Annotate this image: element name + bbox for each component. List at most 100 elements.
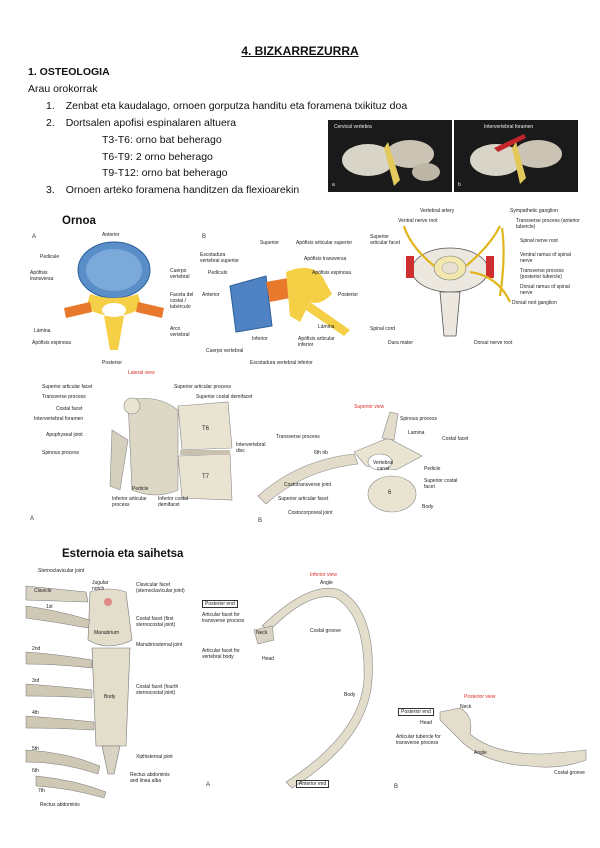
anatomy-label: Costotransverse joint xyxy=(284,482,331,488)
vertebra-label: T6 xyxy=(202,426,210,432)
anatomy-label: Angle xyxy=(320,580,333,586)
anatomy-label: Costal facet (fourth sternocostal joint) xyxy=(136,684,179,696)
section-heading-sternum: Esternoia eta saihetsa xyxy=(62,548,184,560)
anatomy-label: Spinous process xyxy=(400,416,437,422)
anatomy-label: Pedicule xyxy=(40,254,60,260)
spinal-nerve-drawing xyxy=(402,225,511,337)
anatomy-label: Superior costal demifacet xyxy=(196,394,253,400)
vertebra-lateral-drawing xyxy=(229,267,350,336)
anatomy-label: Posterior xyxy=(338,292,359,298)
rib-number: 2nd xyxy=(32,646,41,652)
photo-letter: b xyxy=(458,182,461,188)
anatomy-label: Rectus abdominis xyxy=(40,802,80,808)
anatomy-label: Costal facet xyxy=(56,406,83,412)
anatomy-label: Transverse process xyxy=(276,434,320,440)
vertebra-photo-b-drawing xyxy=(470,134,562,184)
sternum-drawing xyxy=(25,585,133,799)
anatomy-label: Apófisis espinosa xyxy=(312,270,351,276)
vertebra-photo-a: Cervical vertebra a xyxy=(328,120,452,192)
anatomy-label: Ventral nerve root xyxy=(398,218,438,224)
anatomy-label: Intervertebral foramen xyxy=(34,416,84,422)
anatomy-label: Dorsal nerve root xyxy=(474,340,513,346)
anatomy-label: Cuerpo vertebral xyxy=(170,268,190,280)
anatomy-label: Apófisis espinosa xyxy=(32,340,71,346)
vertebra-number: 6 xyxy=(388,490,392,496)
rib-number: 1st xyxy=(46,604,53,610)
anatomy-label: Escotadura vertebral inferior xyxy=(250,360,313,366)
anatomy-label: Ventral ramus of spinal nerve xyxy=(520,252,571,264)
anatomy-label-box: Posterior end xyxy=(398,708,434,716)
list-text: Dortsalen apofisi espinalaren altuera xyxy=(65,117,237,129)
figure-lateral-view: Lateral view Superior articular facet Su… xyxy=(28,370,268,530)
anatomy-label: Intervertebral disc xyxy=(236,442,266,454)
anatomy-label: Superior articular facet xyxy=(370,234,401,246)
figure-spinal-nerve: Vertebral artery Ventral nerve root Supe… xyxy=(370,206,580,370)
anatomy-label: Costal groove xyxy=(310,628,341,634)
list-text: Zenbat eta kaudalago, ornoen gorputza ha… xyxy=(65,100,408,112)
anatomy-label: Superior articular process xyxy=(174,384,231,390)
anatomy-label: Xiphisternal joint xyxy=(136,754,173,760)
anatomy-label: Superior xyxy=(260,240,279,246)
superior-view-drawing xyxy=(257,411,423,513)
anatomy-label: Lámina xyxy=(34,328,51,334)
figure-letter: A xyxy=(206,782,211,788)
figure-letter: A xyxy=(30,516,35,522)
anatomy-label: Transverse process (anterior tubercle) xyxy=(516,218,580,230)
rib-number: 3rd xyxy=(32,678,40,684)
sublist-item: T6-T9: 2 orno beherago xyxy=(102,151,213,163)
list-text: Ornoen arteko foramena handitzen da flex… xyxy=(65,184,300,196)
anatomy-label: Sternoclavicular joint xyxy=(38,568,85,574)
anatomy-label: Lámina xyxy=(318,324,335,330)
anatomy-label: Body xyxy=(422,504,434,510)
anatomy-label: Costal facet xyxy=(442,436,469,442)
anatomy-label: Rectus abdominis and linea alba xyxy=(130,772,170,784)
anatomy-label: Costal facet (first sternocostal joint) xyxy=(136,616,176,628)
photo-caption: Cervical vertebra xyxy=(334,124,372,130)
anatomy-label: Inferior articular process xyxy=(112,496,147,508)
anatomy-label: Neck xyxy=(256,630,268,636)
figure-rib-inferior: Inferior view Posterior end Articular fa… xyxy=(200,570,380,796)
figure-letter: B xyxy=(394,784,399,790)
figure-rib-posterior: Posterior view Posterior end Head Neck A… xyxy=(390,690,587,796)
figure-letter: B xyxy=(258,518,263,524)
anatomy-label: Articular tubercle for transverse proces… xyxy=(396,734,441,746)
figure-letter: B xyxy=(202,234,207,240)
anatomy-label: Superior articular facet xyxy=(42,384,93,390)
rib-number: 6th xyxy=(32,768,39,774)
vertebra-photo-b: Intervertebral foramen b xyxy=(454,120,578,192)
anatomy-label: Vertebral artery xyxy=(420,208,455,214)
anatomy-label: Pedicle xyxy=(132,486,149,492)
figure-letter: A xyxy=(32,234,37,240)
anatomy-label: Costal groove xyxy=(554,770,585,776)
anatomy-label: Articular facet for vertebral body xyxy=(202,648,240,660)
anatomy-label: Spinous process xyxy=(42,450,79,456)
anatomy-label-box: Posterior end xyxy=(202,600,238,608)
anatomy-label: Head xyxy=(262,656,274,662)
rib-number: 7th xyxy=(38,788,45,794)
vertebra-superior-drawing xyxy=(64,241,164,350)
anatomy-label: Inferior xyxy=(252,336,268,342)
anatomy-label: Angle xyxy=(474,750,487,756)
anatomy-label: Dorsal root ganglion xyxy=(512,300,557,306)
anatomy-label: Apófisis transversa xyxy=(304,256,347,262)
anatomy-label: Costocorporeal joint xyxy=(288,510,333,516)
anatomy-label: Transverse process xyxy=(42,394,86,400)
anatomy-label: Body xyxy=(104,694,116,700)
subheading-general-rules: Arau orokorrak xyxy=(28,83,98,95)
vertebra-photo-a-drawing xyxy=(342,140,440,186)
anatomy-label: Articular facet for transverse process xyxy=(202,612,245,624)
anatomy-label: Escotadura vertebral superior xyxy=(200,252,239,264)
photo-caption: Intervertebral foramen xyxy=(484,124,534,130)
rib-number: 5th xyxy=(32,746,39,752)
list-number: 3. xyxy=(46,184,55,196)
anatomy-label: Apophyseal joint xyxy=(46,432,83,438)
rib-inferior-drawing xyxy=(253,587,373,789)
anatomy-label: Clavicular facet (sternoclavicular joint… xyxy=(136,582,185,594)
anatomy-label: Superior articular facet xyxy=(278,496,329,502)
anatomy-label: Cuerpo vertebral xyxy=(206,348,244,354)
list-item: 2. Dortsalen apofisi espinalaren altuera xyxy=(46,117,236,129)
anatomy-label: Faceta del costal / tubérculo xyxy=(170,292,194,310)
rib-number: 4th xyxy=(32,710,39,716)
anatomy-label: Apófisis transversa xyxy=(30,270,54,282)
anatomy-label: Dorsal ramus of spinal nerve xyxy=(520,284,570,296)
